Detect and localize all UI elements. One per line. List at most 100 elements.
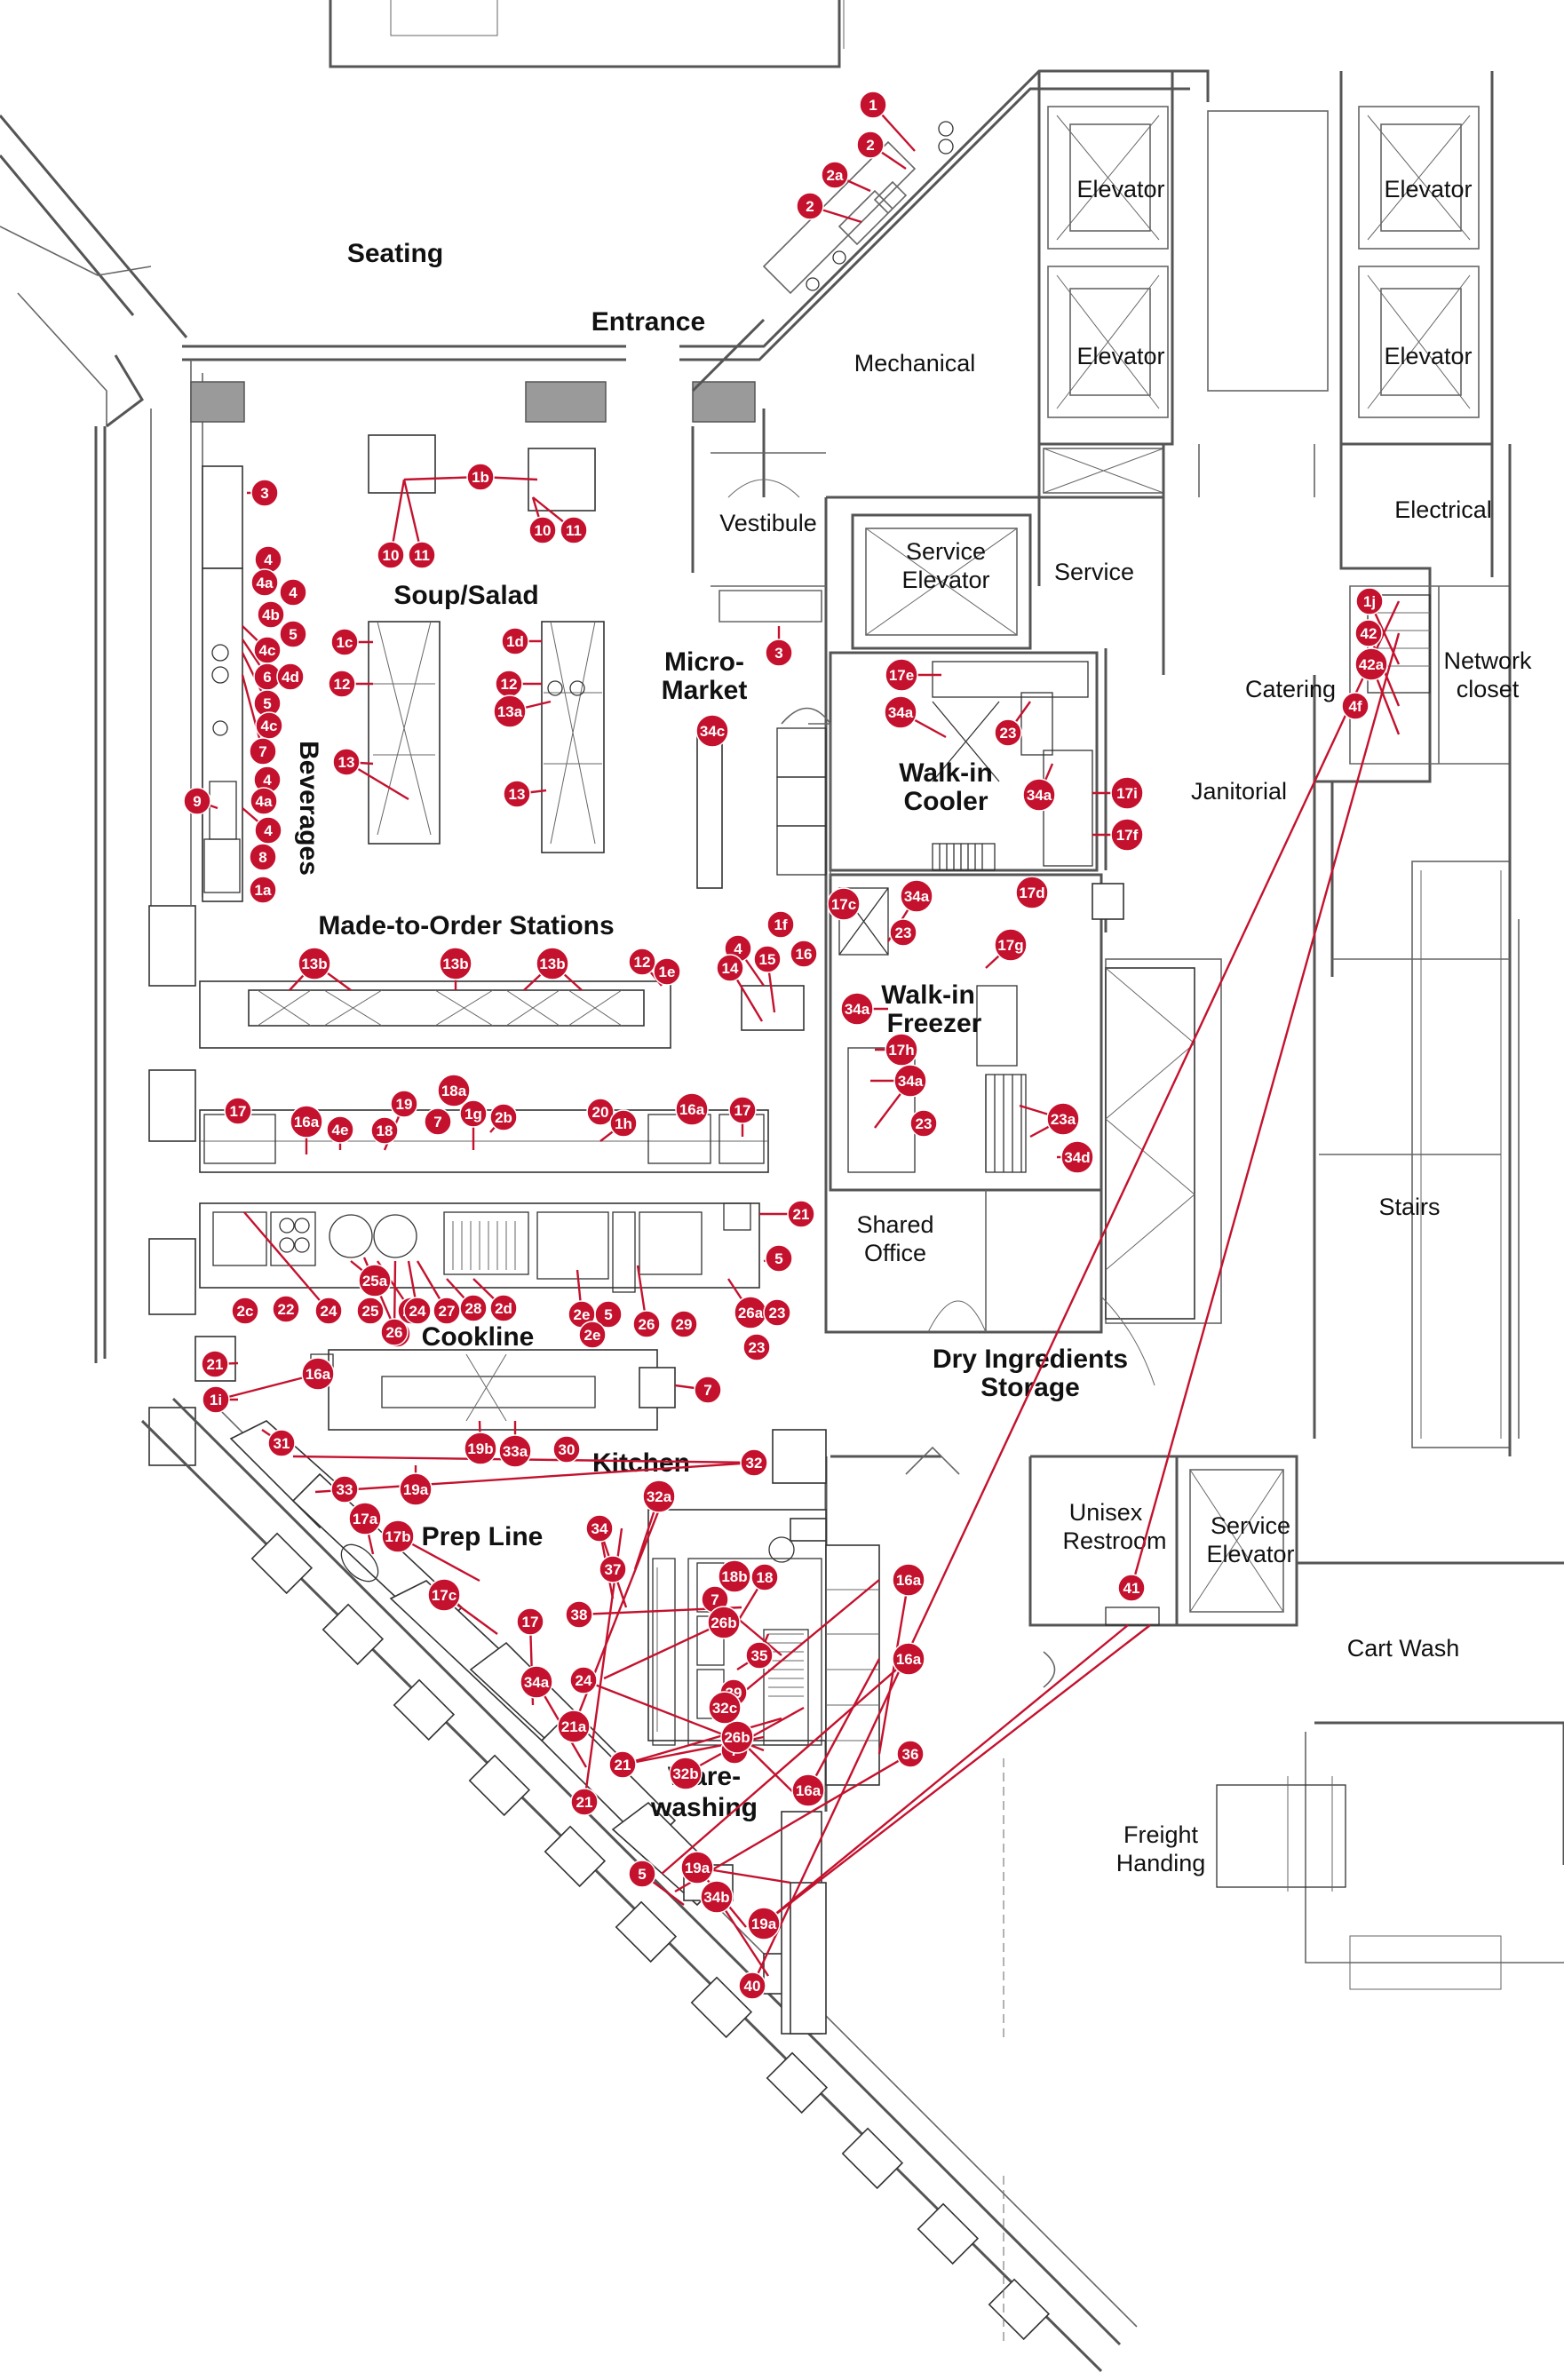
- equipment-tag-label: 2a: [827, 167, 844, 184]
- equipment-tag: 24: [403, 1297, 432, 1325]
- equipment-tag: 13: [332, 748, 361, 776]
- area-label-walk-in-cooler-b: Cooler: [903, 787, 988, 816]
- equipment-tag-label: 34a: [898, 1073, 924, 1090]
- equipment-tag-label: 41: [1123, 1580, 1140, 1597]
- equipment-tag-badge: [381, 1519, 415, 1553]
- equipment-tag-label: 17b: [385, 1528, 410, 1545]
- equipment-tag: 17e: [885, 658, 918, 692]
- equipment-tag: 41: [1117, 1574, 1146, 1602]
- room-label-service-elevator-2b: Elevator: [1206, 1541, 1294, 1567]
- equipment-tag: 17c: [427, 1578, 461, 1612]
- equipment-tag-badge: [250, 787, 278, 815]
- equipment-tag: 34d: [1060, 1140, 1094, 1174]
- room-label-elevator-3: Elevator: [1384, 176, 1472, 202]
- equipment-tag: 21: [608, 1750, 637, 1779]
- equipment-tag: 23: [889, 918, 917, 947]
- equipment-tag-badge: [459, 1099, 488, 1128]
- equipment-tag-badge: [489, 1103, 518, 1131]
- equipment-tag-badge: [569, 1666, 598, 1694]
- equipment-tag: 28: [459, 1294, 488, 1322]
- equipment-tag-label: 2: [806, 198, 814, 215]
- equipment-tag-badge: [570, 1788, 599, 1816]
- equipment-tag: 34a: [900, 879, 933, 913]
- equipment-tag: 14: [716, 954, 744, 982]
- equipment-tag: 21: [787, 1200, 815, 1228]
- equipment-tag: 21: [570, 1788, 599, 1816]
- equipment-tag: 29: [670, 1310, 698, 1338]
- equipment-tag: 1i: [202, 1385, 230, 1414]
- equipment-tag: 16: [790, 940, 818, 968]
- equipment-tag-label: 18b: [721, 1568, 747, 1585]
- equipment-tag-label: 42a: [1359, 656, 1385, 673]
- equipment-tag-label: 27: [439, 1303, 456, 1320]
- equipment-tag-label: 19: [396, 1096, 413, 1113]
- area-label-walk-in-cooler: Walk-in: [899, 758, 993, 788]
- tag-leader-line: [314, 1461, 755, 1494]
- equipment-tag-badge: [528, 516, 557, 544]
- equipment-tag: 1h: [609, 1109, 638, 1138]
- equipment-tag-label: 25a: [362, 1273, 388, 1289]
- equipment-tag: 23: [994, 718, 1022, 747]
- equipment-tag: 13b: [298, 947, 331, 980]
- equipment-tag-label: 13b: [539, 956, 565, 972]
- equipment-tag-badge: [201, 1350, 229, 1378]
- equipment-tag-badge: [586, 1098, 615, 1126]
- equipment-tag-badge: [578, 1321, 607, 1349]
- equipment-tag-label: 23: [749, 1339, 766, 1356]
- equipment-tag-label: 1g: [464, 1106, 482, 1123]
- equipment-tag-label: 37: [605, 1561, 622, 1578]
- room-label-cart-wash: Cart Wash: [1347, 1635, 1460, 1662]
- equipment-tag-badge: [790, 940, 818, 968]
- equipment-tag-label: 23: [895, 924, 912, 941]
- room-label-network-closet-b: closet: [1457, 676, 1520, 702]
- equipment-tag-label: 13: [509, 786, 526, 803]
- equipment-tag-badge: [326, 1115, 354, 1144]
- room-label-service-elevator-1b: Elevator: [901, 567, 989, 593]
- equipment-tag: 2c: [231, 1297, 259, 1325]
- equipment-tag-badge: [249, 843, 277, 871]
- equipment-tag-badge: [632, 1310, 661, 1338]
- equipment-tag: 17: [224, 1097, 252, 1125]
- equipment-tag: 1e: [653, 957, 681, 986]
- equipment-tag-badge: [675, 1092, 709, 1126]
- equipment-tag-badge: [680, 1851, 714, 1884]
- equipment-tag-label: 36: [902, 1746, 919, 1763]
- equipment-tag: 17f: [1110, 818, 1144, 852]
- equipment-tag: 3: [250, 479, 279, 507]
- equipment-tag: 16a: [290, 1105, 323, 1138]
- equipment-tag-label: 1h: [615, 1115, 632, 1132]
- equipment-tag-badge: [885, 1033, 918, 1067]
- equipment-tag: 4c: [253, 636, 282, 664]
- equipment-tag-label: 7: [433, 1114, 441, 1130]
- equipment-tag-label: 6: [263, 669, 271, 686]
- equipment-tag: 19b: [464, 1432, 497, 1465]
- equipment-tag: 32: [740, 1448, 768, 1477]
- equipment-tag-badge: [380, 1318, 409, 1346]
- equipment-tag-badge: [892, 1642, 925, 1676]
- equipment-tag-badge: [892, 1563, 925, 1597]
- room-label-shared-office: Shared: [856, 1211, 933, 1238]
- equipment-tag: 11: [408, 541, 436, 569]
- equipment-tag-badge: [728, 1096, 757, 1124]
- equipment-tag-label: 17g: [997, 937, 1023, 954]
- room-label-freight-handling: Freight: [1123, 1821, 1199, 1848]
- equipment-tag-badge: [718, 1559, 751, 1593]
- equipment-tag: 17i: [1110, 776, 1144, 810]
- equipment-tag-badge: [628, 948, 656, 976]
- equipment-tag-badge: [249, 876, 277, 904]
- equipment-tag-label: 4: [264, 551, 273, 568]
- equipment-tag: 7: [249, 737, 277, 766]
- equipment-tag-label: 14: [722, 960, 739, 977]
- equipment-tag-badge: [740, 1448, 768, 1477]
- equipment-tag-label: 23: [769, 1305, 786, 1321]
- equipment-tag: 2: [796, 192, 824, 220]
- equipment-tag: 2e: [578, 1321, 607, 1349]
- equipment-tag: 17: [516, 1607, 544, 1636]
- equipment-tag: 19a: [680, 1851, 714, 1884]
- equipment-tag-label: 4a: [256, 793, 273, 810]
- equipment-tag-badge: [585, 1514, 614, 1543]
- equipment-tag: 12: [495, 670, 523, 698]
- equipment-tag-badge: [1354, 619, 1383, 647]
- equipment-tag: 37: [599, 1555, 627, 1583]
- equipment-tag: 25a: [358, 1264, 392, 1297]
